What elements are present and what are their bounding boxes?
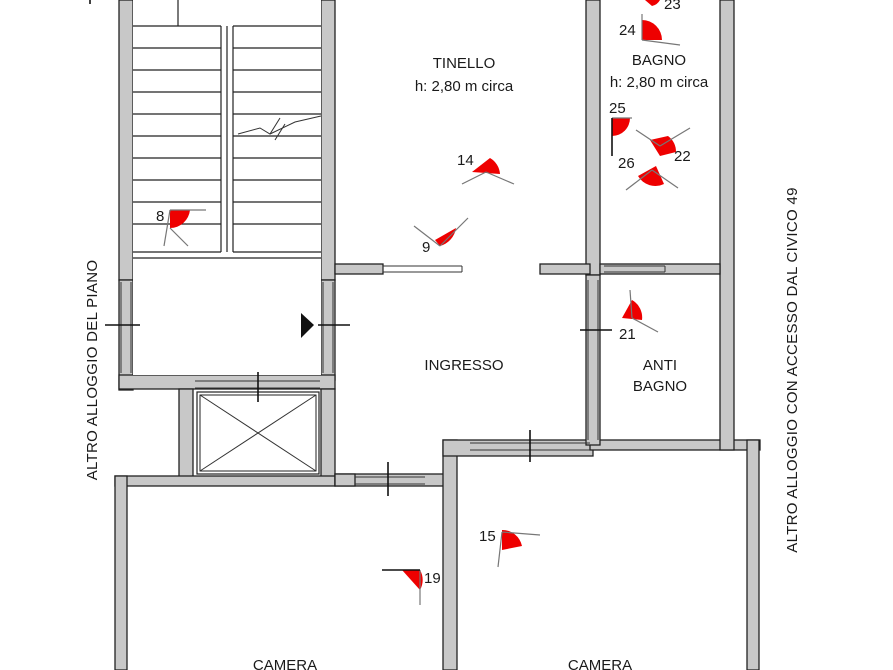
photo-point-23[interactable]: 23 bbox=[645, 0, 681, 13]
wall-lift-left bbox=[178, 388, 194, 478]
photo-point-23-label: 23 bbox=[664, 0, 681, 13]
wall-tinello-bottom-right bbox=[539, 263, 591, 275]
room-label-bagno: BAGNO bbox=[632, 52, 686, 69]
photo-point-9[interactable]: 9 bbox=[413, 217, 469, 256]
photo-point-14[interactable]: 14 bbox=[457, 152, 515, 185]
photo-point-9-label: 9 bbox=[422, 239, 430, 256]
door-markers bbox=[89, 0, 612, 496]
wall-lift-bottom bbox=[114, 475, 336, 487]
room-height-bagno: h: 2,80 m circa bbox=[610, 74, 709, 91]
wall-bagno-bottom bbox=[599, 263, 721, 275]
wall-tinello-bottom-left bbox=[334, 263, 384, 275]
wall-landing-bottom bbox=[118, 374, 336, 390]
wall-ingresso-bottom bbox=[334, 473, 356, 487]
room-label-camera-left: CAMERA bbox=[253, 657, 317, 670]
photo-point-25-label: 25 bbox=[609, 100, 626, 117]
wall-camera-right-top bbox=[442, 439, 594, 457]
photo-point-26[interactable]: 26 bbox=[618, 155, 679, 191]
photo-point-15-label: 15 bbox=[479, 528, 496, 545]
wall-lift-right bbox=[320, 388, 336, 478]
photo-point-8[interactable]: 8 bbox=[156, 208, 206, 247]
photo-point-22[interactable]: 22 bbox=[635, 127, 691, 165]
wall-bagno-left bbox=[585, 0, 601, 276]
photo-point-24-label: 24 bbox=[619, 22, 636, 39]
staircase bbox=[133, 0, 322, 258]
room-label-ingresso: INGRESSO bbox=[424, 357, 503, 374]
photo-point-8-label: 8 bbox=[156, 208, 164, 225]
wall-stair-left bbox=[118, 0, 134, 281]
wall-camera-left-outer bbox=[114, 475, 128, 670]
wall-antibagno-left bbox=[585, 274, 601, 446]
side-label-left: ALTRO ALLOGGIO DEL PIANO bbox=[84, 260, 101, 481]
room-label-camera-right: CAMERA bbox=[568, 657, 632, 670]
photo-point-26-label: 26 bbox=[618, 155, 635, 172]
photo-point-19[interactable]: 19 bbox=[382, 569, 441, 605]
wall-between-cameras bbox=[442, 439, 458, 670]
wall-right-outer bbox=[719, 0, 735, 451]
openings bbox=[120, 265, 666, 485]
photo-point-24[interactable]: 24 bbox=[619, 14, 681, 46]
photo-point-14-label: 14 bbox=[457, 152, 474, 169]
wall-stair-right bbox=[320, 0, 336, 281]
walls bbox=[114, 0, 761, 670]
photo-point-21[interactable]: 21 bbox=[619, 289, 659, 343]
photo-point-22-label: 22 bbox=[674, 148, 691, 165]
room-label-antibagno-line2: BAGNO bbox=[633, 378, 687, 395]
room-height-tinello: h: 2,80 m circa bbox=[415, 78, 514, 95]
photo-point-15[interactable]: 15 bbox=[479, 528, 541, 568]
room-label-antibagno-line1: ANTI bbox=[643, 357, 677, 374]
photo-point-25[interactable]: 25 bbox=[609, 100, 632, 156]
entrance-arrow-icon bbox=[301, 313, 314, 338]
photo-point-21-label: 21 bbox=[619, 326, 636, 343]
lift-shaft bbox=[196, 391, 320, 475]
wall-right-outer-lower bbox=[746, 439, 760, 670]
landing bbox=[133, 258, 321, 375]
photo-point-19-label: 19 bbox=[424, 570, 441, 587]
side-label-right: ALTRO ALLOGGIO CON ACCESSO DAL CIVICO 49 bbox=[784, 187, 801, 552]
room-label-tinello: TINELLO bbox=[433, 55, 496, 72]
